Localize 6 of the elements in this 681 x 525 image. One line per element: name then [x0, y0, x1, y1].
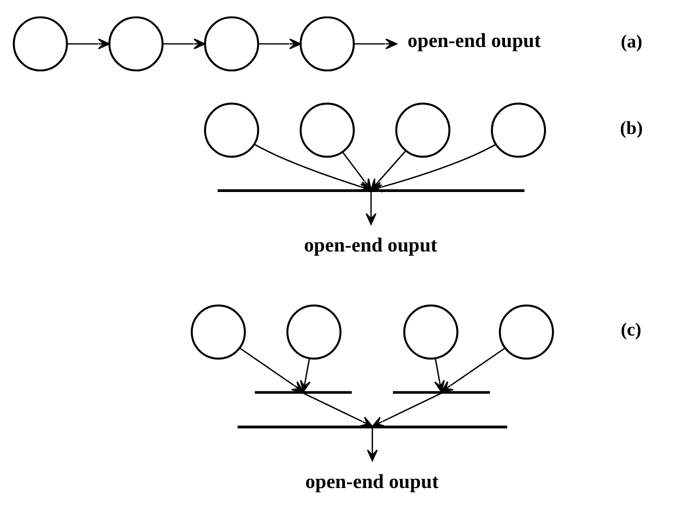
node-text: open-end ouput	[304, 234, 438, 256]
label: (a)	[620, 30, 642, 52]
node-text: open-end ouput	[305, 470, 439, 493]
node-text: open-end ouput	[408, 30, 541, 52]
label: (c)	[620, 319, 642, 340]
label: (b)	[620, 117, 643, 138]
